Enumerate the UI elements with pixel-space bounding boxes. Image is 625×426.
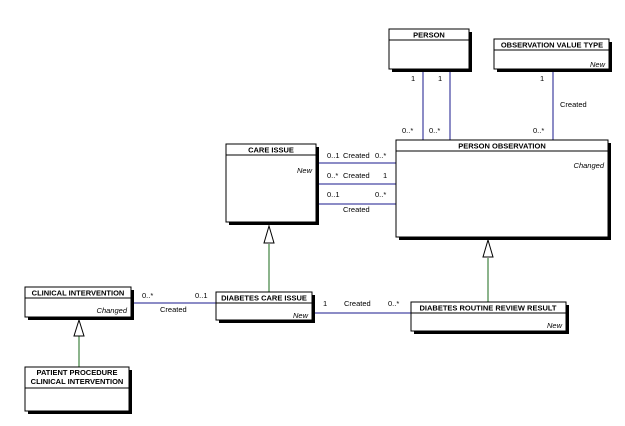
dci-generalization-arrowhead <box>263 224 275 244</box>
label-care-3: Created <box>343 205 370 214</box>
mult-dci: 0..1 <box>195 291 208 300</box>
class-person-observation[interactable]: PERSON OBSERVATION Changed <box>395 139 611 240</box>
mult-ovt: 1 <box>540 74 544 83</box>
mult-care-1b: 0..* <box>375 151 386 160</box>
label-ci-created: Created <box>160 305 187 314</box>
mult-care-2a: 0..* <box>327 171 338 180</box>
generalization-lines <box>78 244 489 367</box>
mult-drrr: 0..* <box>388 299 399 308</box>
generalization-arrowheads <box>73 224 494 337</box>
association-annotations: 1 1 0..* 0..* 1 Created 0..* 0..1 Create… <box>142 74 587 314</box>
class-title: PERSON <box>413 31 445 40</box>
mult-care-1a: 0..1 <box>327 151 340 160</box>
class-status: Changed <box>574 161 605 170</box>
class-status: New <box>293 311 309 320</box>
class-title: OBSERVATION VALUE TYPE <box>501 41 603 50</box>
class-title: DIABETES ROUTINE REVIEW RESULT <box>420 304 557 313</box>
class-observation-value-type[interactable]: OBSERVATION VALUE TYPE New <box>493 38 612 72</box>
class-status: New <box>590 60 606 69</box>
class-patient-procedure-clinical-intervention[interactable]: PATIENT PROCEDURE CLINICAL INTERVENTION <box>24 366 132 414</box>
class-care-issue[interactable]: CARE ISSUE New <box>225 143 319 225</box>
class-title: CLINICAL INTERVENTION <box>32 289 125 298</box>
class-diabetes-care-issue[interactable]: DIABETES CARE ISSUE New <box>215 291 315 323</box>
pp-generalization-arrowhead <box>73 318 85 337</box>
label-care-2: Created <box>343 171 370 180</box>
mult-observation-1: 0..* <box>402 126 413 135</box>
class-clinical-intervention[interactable]: CLINICAL INTERVENTION Changed <box>24 286 134 320</box>
class-status: Changed <box>97 306 128 315</box>
class-title: PERSON OBSERVATION <box>458 142 546 151</box>
association-lines <box>132 70 554 314</box>
mult-care-3b: 0..* <box>375 190 386 199</box>
mult-dci-1: 1 <box>323 299 327 308</box>
drrr-generalization-arrowhead <box>482 238 494 258</box>
class-person[interactable]: PERSON <box>388 28 472 72</box>
mult-care-2b: 1 <box>383 171 387 180</box>
class-title: DIABETES CARE ISSUE <box>221 294 307 303</box>
mult-person-2: 1 <box>438 74 442 83</box>
mult-observation-2: 0..* <box>429 126 440 135</box>
class-diabetes-routine-review-result[interactable]: DIABETES ROUTINE REVIEW RESULT New <box>410 301 569 334</box>
label-ovt-created: Created <box>560 100 587 109</box>
label-dci-created: Created <box>344 299 371 308</box>
class-status: New <box>297 166 313 175</box>
class-title-line-1: PATIENT PROCEDURE <box>37 368 118 377</box>
mult-ovt-observation: 0..* <box>533 126 544 135</box>
label-care-1: Created <box>343 151 370 160</box>
class-title: CARE ISSUE <box>248 146 294 155</box>
class-status: New <box>547 321 563 330</box>
mult-person-1: 1 <box>411 74 415 83</box>
mult-ci: 0..* <box>142 291 153 300</box>
class-title-line-2: CLINICAL INTERVENTION <box>31 377 124 386</box>
mult-care-3a: 0..1 <box>327 190 340 199</box>
